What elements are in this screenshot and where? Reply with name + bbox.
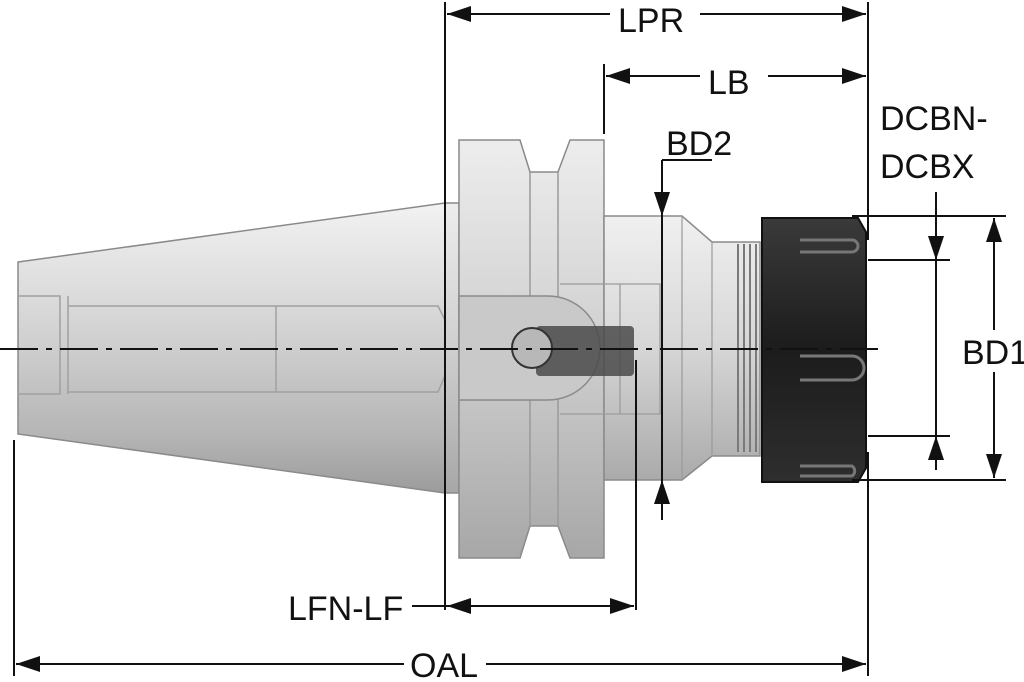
- label-bd1: BD1: [962, 334, 1024, 372]
- label-dcbx: DCBX: [880, 148, 974, 186]
- dim-bd1: BD1: [962, 218, 1024, 478]
- extension-lines: [13, 2, 1006, 676]
- dim-lpr: LPR: [447, 2, 866, 40]
- label-lb: LB: [708, 64, 750, 102]
- label-bd2: BD2: [666, 125, 732, 163]
- dim-lb: LB: [606, 64, 866, 102]
- set-screw: [536, 326, 634, 376]
- dim-dcbn-dcbx: DCBN- DCBX: [880, 100, 988, 470]
- dim-lfn-lf: LFN-LF: [288, 590, 634, 628]
- label-lfn-lf: LFN-LF: [288, 590, 403, 628]
- label-dcbn: DCBN-: [880, 100, 988, 138]
- dim-bd2: BD2: [654, 125, 732, 504]
- label-lpr: LPR: [618, 2, 684, 40]
- dim-oal: OAL: [16, 647, 866, 682]
- label-oal: OAL: [410, 647, 478, 682]
- nut-slots: [800, 238, 866, 478]
